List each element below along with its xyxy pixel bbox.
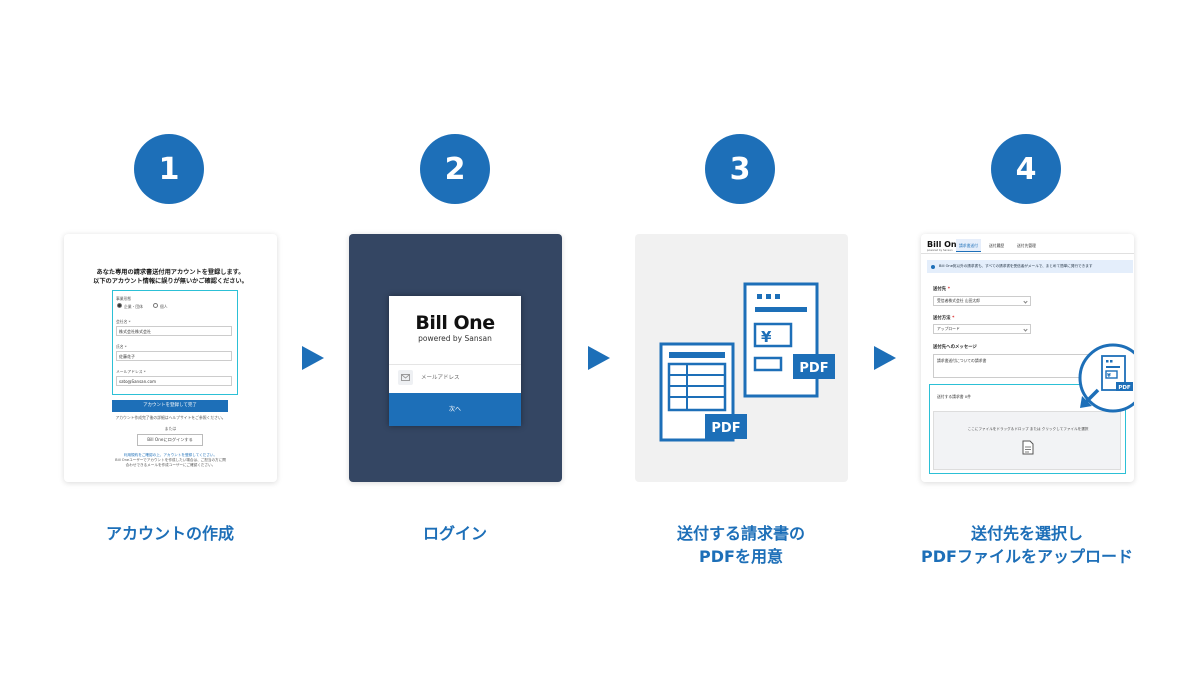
heading-line: あなた専用の請求書送付用アカウントを登録します。 <box>96 269 245 276</box>
pdf-badge: PDF <box>1118 385 1131 391</box>
tab-destination-management[interactable]: 送付先管理 <box>1017 243 1036 248</box>
step-label-line: 送付先を選択し <box>970 524 1083 543</box>
yen-mark: ¥ <box>1107 373 1111 379</box>
destination-label: 送付先 * <box>933 286 950 292</box>
radio-individual-label: 個人 <box>160 303 168 309</box>
method-label-text: 送付方法 <box>933 316 951 321</box>
yen-mark: ¥ <box>761 328 772 346</box>
logo-subtitle: powered by Sansan <box>418 334 492 343</box>
mail-icon <box>398 370 413 385</box>
company-input[interactable]: 株式会社株式会社 <box>116 326 232 336</box>
step-label-line: 送付する請求書の <box>676 524 805 543</box>
info-notice: Bill One宛以外の請求書も、すべての請求書を受信者がメールで、まとめて簡単… <box>927 260 1133 273</box>
step-label-line: PDFファイルをアップロード <box>921 547 1133 566</box>
destination-label-text: 送付先 <box>933 287 947 292</box>
registration-form: 事業形態 企業・団体 個人 会社名 * 株式会社株式会社 氏名 * 佐藤花子 メ… <box>112 290 238 395</box>
method-label: 送付方法 * <box>933 315 954 321</box>
step-label-line: PDFを用意 <box>699 547 783 566</box>
invoice-documents-icon: ¥ PDF PDF <box>659 282 835 442</box>
message-label: 送付先へのメッセージ <box>933 345 977 350</box>
step-3-number: 3 <box>705 134 775 204</box>
notice-text: Bill One宛以外の請求書も、すべての請求書を受信者がメールで、まとめて簡単… <box>939 264 1093 268</box>
destination-select[interactable]: 受信者株式会社 山田太郎 <box>933 296 1031 306</box>
drop-area[interactable]: ここにファイルをドラッグ＆ドロップ または クリックしてファイルを選択 <box>933 411 1121 470</box>
next-button[interactable]: 次へ <box>389 393 521 426</box>
radio-corporate[interactable] <box>117 303 122 308</box>
invoice-pdf-illustration: ¥ PDF PDF <box>635 234 848 482</box>
footer-line: Bill Oneユーザーでアカウントを作成したい場合は、ご担当の方に問 <box>115 458 226 462</box>
required-mark: * <box>952 316 955 321</box>
chevron-down-icon <box>1023 327 1028 332</box>
email-field[interactable]: メールアドレス <box>389 364 521 390</box>
footer-line: 利用規約をご確認の上、アカウントを登録してください。 <box>123 453 218 457</box>
tab-send-history[interactable]: 送付履歴 <box>989 243 1005 248</box>
drop-instruction: ここにファイルをドラッグ＆ドロップ または クリックしてファイルを選択 <box>967 427 1089 431</box>
email-label: メールアドレス * <box>116 369 146 374</box>
registration-footer: 利用規約をご確認の上、アカウントを登録してください。 Bill Oneユーザーで… <box>84 453 257 468</box>
drop-zone-title: 送付する請求書 0件 <box>937 394 971 399</box>
step-4-label: 送付先を選択し PDFファイルをアップロード <box>897 522 1157 568</box>
footer-line: 合わせできるメールを作成ユーザーにご確認ください。 <box>125 463 216 467</box>
radio-individual[interactable] <box>153 303 158 308</box>
destination-value: 受信者株式会社 山田太郎 <box>937 298 980 303</box>
account-registration-screen: あなた専用の請求書送付用アカウントを登録します。 以下のアカウント情報に誤りが無… <box>64 234 277 482</box>
register-note: アカウント作成完了後の詳細はヘルプサイトをご参照ください。 <box>115 415 226 420</box>
step-label-line: アカウントの作成 <box>105 524 234 543</box>
pdf-badge-right: PDF <box>799 361 828 376</box>
heading-line: 以下のアカウント情報に誤りが無いかご確認ください。 <box>93 278 248 285</box>
radio-corporate-label: 企業・団体 <box>124 303 143 309</box>
file-drop-zone[interactable]: 送付する請求書 0件 ここにファイルをドラッグ＆ドロップ または クリックしてフ… <box>929 384 1126 474</box>
info-icon <box>931 264 935 269</box>
step-label-line: ログイン <box>422 524 487 543</box>
method-value: アップロード <box>937 326 960 331</box>
login-card: Bill One powered by Sansan メールアドレス 次へ <box>389 296 521 426</box>
pdf-badge-left: PDF <box>711 421 740 436</box>
step-4-number: 4 <box>991 134 1061 204</box>
email-input[interactable]: sato@Sansan.com <box>116 376 232 386</box>
step-2-number: 2 <box>420 134 490 204</box>
bill-one-logo: Bill One <box>927 240 963 249</box>
name-label: 氏名 * <box>116 344 127 349</box>
tab-send-invoice[interactable]: 請求書送付 <box>956 239 981 252</box>
registration-heading: あなた専用の請求書送付用アカウントを登録します。 以下のアカウント情報に誤りが無… <box>64 268 277 286</box>
arrow-right-icon <box>874 346 896 370</box>
file-icon <box>1022 440 1034 455</box>
logo-subtitle: powered by Sansan <box>927 249 953 252</box>
arrow-right-icon <box>302 346 324 370</box>
company-label: 会社名 * <box>116 319 131 324</box>
step-1-label: アカウントの作成 <box>40 522 300 545</box>
email-placeholder: メールアドレス <box>421 375 460 381</box>
upload-screen: Bill One powered by Sansan 請求書送付 送付履歴 送付… <box>921 234 1134 482</box>
tab-divider <box>921 253 1134 254</box>
bill-one-logo: Bill One <box>415 312 495 334</box>
name-input[interactable]: 佐藤花子 <box>116 351 232 361</box>
or-text: または <box>164 426 177 431</box>
step-2-label: ログイン <box>325 522 585 545</box>
arrow-right-icon <box>588 346 610 370</box>
required-mark: * <box>947 287 951 292</box>
register-button[interactable]: アカウントを登録して完了 <box>112 400 228 412</box>
step-1-number: 1 <box>134 134 204 204</box>
chevron-down-icon <box>1023 299 1028 304</box>
method-select[interactable]: アップロード <box>933 324 1031 334</box>
login-screen: Bill One powered by Sansan メールアドレス 次へ <box>349 234 562 482</box>
bill-one-login-button[interactable]: Bill Oneにログインする <box>137 434 203 446</box>
pdf-upload-badge-icon: ¥ PDF <box>1078 343 1134 413</box>
step-3-label: 送付する請求書の PDFを用意 <box>611 522 871 568</box>
business-type-label: 事業形態 <box>116 296 132 301</box>
